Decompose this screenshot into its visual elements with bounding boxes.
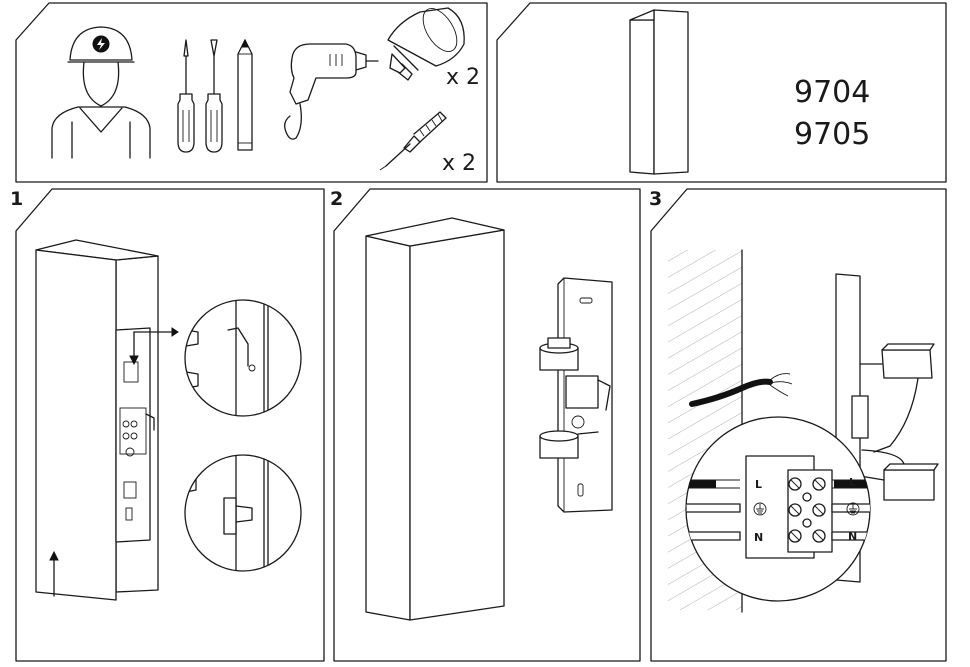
step-number-2: 2: [330, 188, 343, 210]
terminal-label-right-neutral: N: [848, 530, 857, 543]
gu10-bulb-icon: [387, 7, 465, 81]
step3-mains-cable: [689, 373, 793, 407]
step3-driver-top: [859, 343, 935, 453]
earth-ground-icon-right: [846, 502, 860, 516]
wiring-detail-circle: [685, 416, 871, 602]
step3-driver-bottom: [859, 449, 939, 501]
lamp-profile-icon: [629, 9, 689, 175]
step2-mounting-plate: [539, 277, 613, 513]
detail-circle-top: [184, 299, 302, 417]
drill-icon: [284, 43, 379, 140]
earth-ground-icon: [753, 502, 767, 516]
bulb-quantity: x 2: [446, 65, 480, 90]
step2-lamp-cover: [365, 217, 505, 621]
step1-panel-frame: [15, 188, 325, 662]
terminal-label-right-live: L: [849, 476, 856, 489]
detail-circle-bottom: [184, 454, 302, 572]
step-number-1: 1: [10, 188, 23, 210]
step1-arrows: [49, 327, 179, 597]
step1-lamp-body: [35, 239, 159, 601]
screwdrivers-icon: [177, 39, 223, 153]
step2-panel-frame: [333, 188, 641, 662]
product-code-1: 9704: [794, 75, 870, 110]
step-number-3: 3: [649, 188, 662, 210]
tools-panel-frame: [15, 2, 488, 183]
step3-panel-frame: [650, 188, 947, 662]
terminal-label-left-live: L: [755, 478, 762, 491]
electrician-icon: [51, 26, 151, 159]
screw-quantity: x 2: [442, 151, 476, 176]
product-panel-frame: [496, 2, 947, 183]
terminal-label-left-neutral: N: [754, 531, 763, 544]
product-code-2: 9705: [794, 117, 870, 152]
pencil-icon: [237, 38, 253, 151]
wall-plug-screw-icon: [379, 111, 447, 171]
